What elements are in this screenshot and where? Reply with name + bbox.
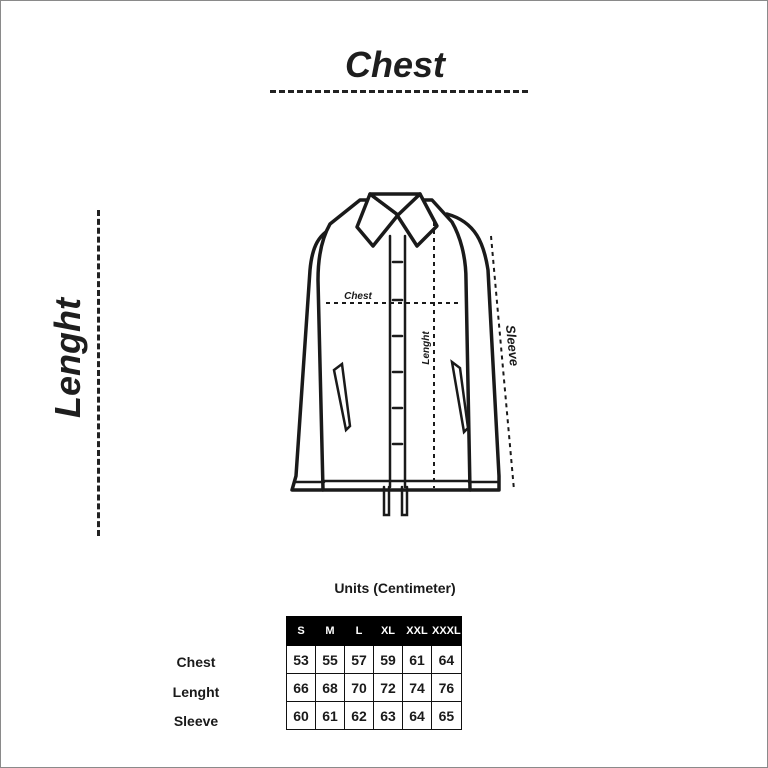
row-label-sleeve: Sleeve: [173, 713, 219, 729]
table-cell: 70: [344, 673, 374, 702]
table-cell: 62: [344, 701, 374, 730]
table-row-sleeve: 60 61 62 63 64 65: [286, 701, 462, 730]
units-title: Units (Centimeter): [334, 580, 456, 596]
table-cell: 63: [373, 701, 403, 730]
table-cell: 59: [373, 645, 403, 674]
chest-dashed-line: [270, 90, 528, 93]
back-collar: [368, 192, 422, 217]
left-pocket: [332, 361, 352, 433]
jacket-body: [316, 198, 472, 492]
table-cell: 61: [315, 701, 345, 730]
table-row-chest: 53 55 57 59 61 64: [286, 645, 462, 674]
table-cell: 55: [315, 645, 345, 674]
size-header-xxl: XXL: [402, 616, 432, 646]
table-cell: 65: [431, 701, 462, 730]
size-table: S M L XL XXL XXXL 53 55 57 59 61 64 66 6…: [286, 616, 462, 730]
length-measure-label: Lenght: [421, 331, 432, 365]
chest-title: Chest: [344, 44, 446, 85]
sleeve-measure-line: [490, 235, 515, 491]
table-cell: 57: [344, 645, 374, 674]
right-drawstring: [400, 485, 409, 517]
size-header-m: M: [315, 616, 345, 646]
length-dashed-line: [97, 210, 100, 536]
right-pocket: [450, 359, 470, 435]
table-cell: 64: [402, 701, 432, 730]
table-cell: 72: [373, 673, 403, 702]
sleeve-measure-label: Sleeve: [503, 324, 520, 367]
size-header-row: S M L XL XXL XXXL: [286, 616, 462, 646]
row-label-chest: Chest: [176, 654, 216, 670]
jacket-diagram: Chest Lenght Sleeve: [290, 192, 520, 517]
size-header-l: L: [344, 616, 374, 646]
table-cell: 68: [315, 673, 345, 702]
table-cell: 66: [286, 673, 316, 702]
left-drawstring: [382, 485, 391, 517]
table-cell: 74: [402, 673, 432, 702]
row-label-length: Lenght: [172, 684, 220, 700]
chest-measure-label: Chest: [344, 291, 372, 302]
size-header-xxxl: XXXL: [431, 616, 462, 646]
table-row-length: 66 68 70 72 74 76: [286, 673, 462, 702]
size-header-xl: XL: [373, 616, 403, 646]
table-cell: 64: [431, 645, 462, 674]
table-cell: 76: [431, 673, 462, 702]
table-cell: 53: [286, 645, 316, 674]
table-cell: 61: [402, 645, 432, 674]
size-header-s: S: [286, 616, 316, 646]
table-cell: 60: [286, 701, 316, 730]
length-title: Lenght: [47, 298, 88, 418]
